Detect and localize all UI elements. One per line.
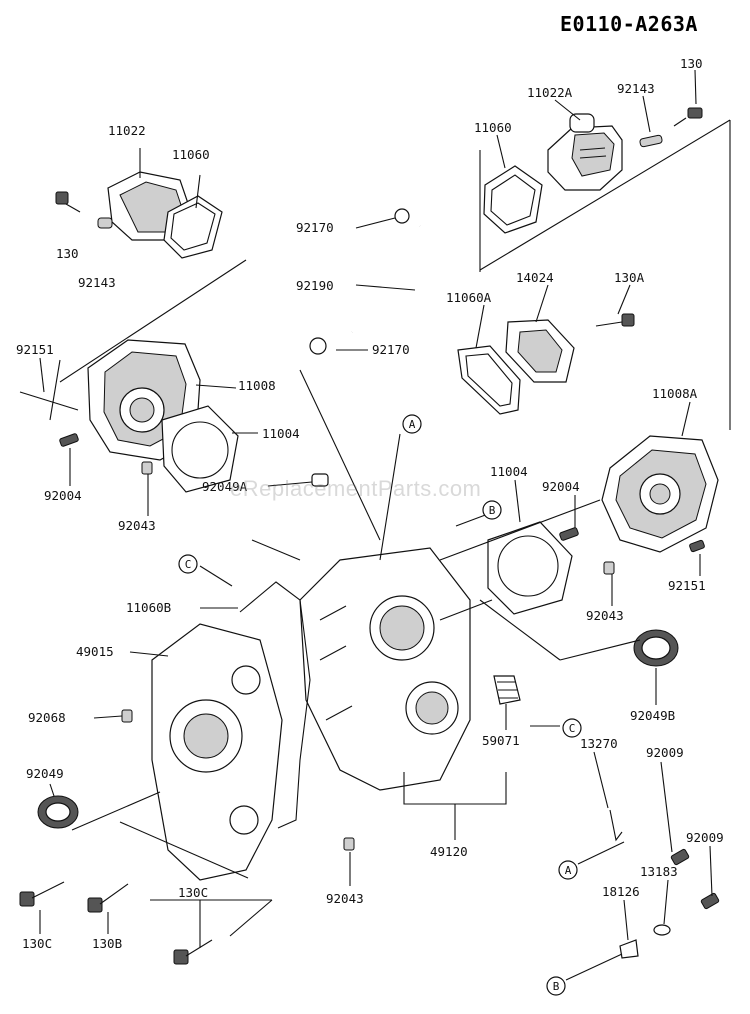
bolt-92004-right xyxy=(559,527,579,541)
part-label-92143-left: 92143 xyxy=(78,275,116,290)
part-label-92009-upper: 92009 xyxy=(646,745,684,760)
bolt-130-right xyxy=(673,107,703,127)
part-label-92043-right: 92043 xyxy=(586,608,624,623)
callout-C-right-text: C xyxy=(569,722,576,735)
part-label-11022A: 11022A xyxy=(527,85,573,100)
part-label-11004-right: 11004 xyxy=(490,464,528,479)
part-label-92068: 92068 xyxy=(28,710,66,725)
bolt-130-left xyxy=(55,191,81,213)
callout-B-lower: B xyxy=(546,976,566,996)
part-label-92049B: 92049B xyxy=(630,708,675,723)
bolt-130C-mid xyxy=(173,939,213,965)
dowel-92043-right xyxy=(603,561,615,575)
gasket-11060B xyxy=(239,581,311,829)
sensor-parts xyxy=(609,809,720,959)
part-label-49015: 49015 xyxy=(76,644,114,659)
callout-B-lower-text: B xyxy=(553,980,560,993)
part-label-130-top-right: 130 xyxy=(680,56,703,71)
rocker-cover-11022A xyxy=(547,113,623,191)
callout-C-left: C xyxy=(178,554,198,574)
part-label-130C-mid: 130C xyxy=(178,885,208,900)
part-label-11060A: 11060A xyxy=(446,290,492,305)
plate-14024 xyxy=(505,319,575,383)
part-label-11060-right: 11060 xyxy=(474,120,512,135)
part-label-14024: 14024 xyxy=(516,270,554,285)
gasket-11060-left xyxy=(163,195,223,259)
part-label-11060B: 11060B xyxy=(126,600,171,615)
part-label-18126: 18126 xyxy=(602,884,640,899)
breather-hose-92190 xyxy=(349,223,441,334)
dowel-92143-right xyxy=(639,134,663,148)
bolt-92004-left xyxy=(59,433,79,447)
leader-lines xyxy=(39,69,731,981)
part-label-92170-lower: 92170 xyxy=(372,342,410,357)
cylinder-head-11008A xyxy=(601,435,719,553)
watermark: eReplacementParts.com xyxy=(230,476,482,501)
part-label-11060-left: 11060 xyxy=(172,147,210,162)
part-label-130B: 130B xyxy=(92,936,122,951)
diagram-code: E0110-A263A xyxy=(560,12,698,36)
oil-fitting-59071 xyxy=(493,675,521,705)
part-label-11008A: 11008A xyxy=(652,386,698,401)
head-gasket-11004-left xyxy=(161,405,239,493)
part-label-130C-left: 130C xyxy=(22,936,52,951)
gasket-11060A xyxy=(457,345,521,415)
part-label-92190: 92190 xyxy=(296,278,334,293)
callout-C-left-text: C xyxy=(185,558,192,571)
callout-A-upper-text: A xyxy=(409,418,416,431)
part-label-11004-left: 11004 xyxy=(262,426,300,441)
dowel-92043-bottom xyxy=(343,837,355,851)
part-label-92049: 92049 xyxy=(26,766,64,781)
crankcase-cover-49015 xyxy=(151,623,283,881)
part-label-92043-left: 92043 xyxy=(118,518,156,533)
stud-92151-right xyxy=(689,539,705,553)
callout-A-lower-text: A xyxy=(565,864,572,877)
part-label-13270: 13270 xyxy=(580,736,618,751)
gasket-11060-right xyxy=(483,165,543,234)
part-label-92049A: 92049A xyxy=(202,479,248,494)
callout-B-upper: B xyxy=(482,500,502,520)
dowel-92043-left xyxy=(141,461,153,475)
crankcase-49120 xyxy=(299,547,471,791)
bolt-130C-left xyxy=(19,881,65,907)
part-label-92004-left: 92004 xyxy=(44,488,82,503)
part-label-92170-upper: 92170 xyxy=(296,220,334,235)
callout-A-upper: A xyxy=(402,414,422,434)
part-label-59071: 59071 xyxy=(482,733,520,748)
part-label-13183: 13183 xyxy=(640,864,678,879)
part-label-92143-top-right: 92143 xyxy=(617,81,655,96)
part-label-49120: 49120 xyxy=(430,844,468,859)
part-label-92151-left: 92151 xyxy=(16,342,54,357)
callout-B-upper-text: B xyxy=(489,504,496,517)
oil-seal-92049B xyxy=(633,629,679,667)
callout-A-lower: A xyxy=(558,860,578,880)
part-label-130-left: 130 xyxy=(56,246,79,261)
head-gasket-11004-right xyxy=(487,521,573,615)
seal-92049A xyxy=(311,473,329,487)
part-label-92151-right: 92151 xyxy=(668,578,706,593)
bolt-130A xyxy=(595,313,635,327)
bolt-130B xyxy=(87,883,129,913)
part-label-92004-right: 92004 xyxy=(542,479,580,494)
part-label-92009-lower: 92009 xyxy=(686,830,724,845)
dowel-92143-left xyxy=(97,217,113,229)
plug-92068 xyxy=(121,709,133,723)
part-label-92043-bottom: 92043 xyxy=(326,891,364,906)
part-label-11022: 11022 xyxy=(108,123,146,138)
oil-seal-92049 xyxy=(37,795,79,829)
stud-92151-left xyxy=(19,391,79,411)
callout-C-right: C xyxy=(562,718,582,738)
clamp-92170-lower xyxy=(309,337,327,355)
part-label-130A: 130A xyxy=(614,270,645,285)
clamp-92170-upper xyxy=(394,208,410,224)
part-number-labels: 130 11022A 92143 11060 11022 11060 130 9… xyxy=(16,56,724,951)
part-label-11008: 11008 xyxy=(238,378,276,393)
